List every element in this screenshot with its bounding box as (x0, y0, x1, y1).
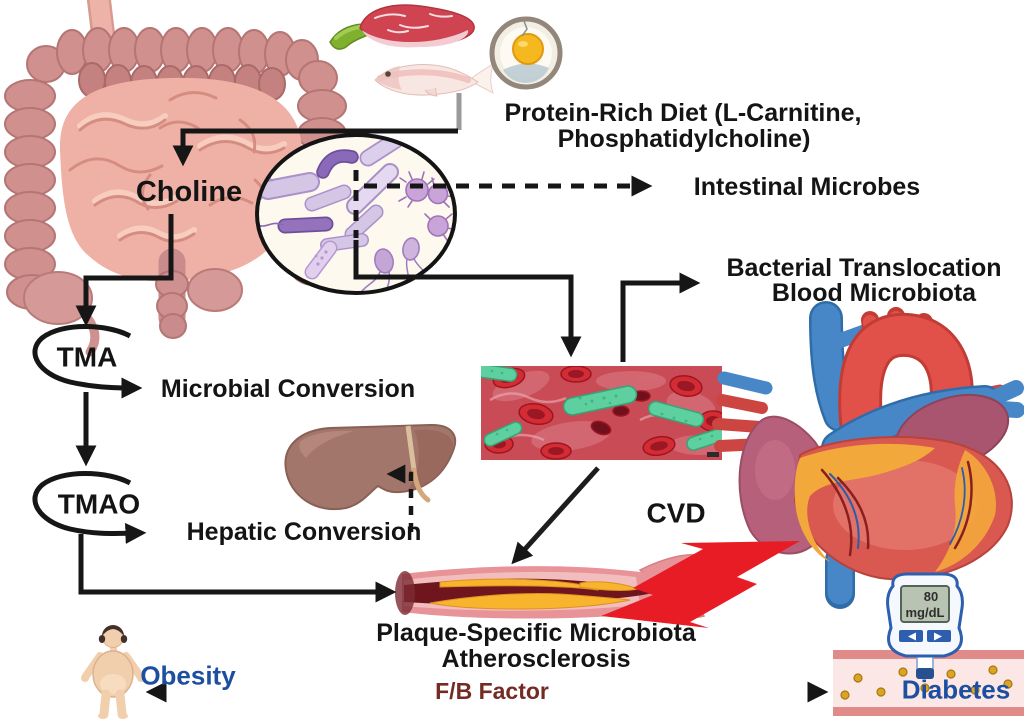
hepatic-to-liver-dashed-arrow (386, 464, 414, 532)
liver-illustration (284, 423, 457, 511)
blood-microbiota-image (481, 366, 722, 460)
glucose-meter-icon: 80 mg/dL (886, 572, 964, 679)
tmao-label: TMAO (57, 488, 141, 520)
tma-loop-arrow (32, 324, 143, 399)
obese-person-icon (81, 625, 145, 719)
diet-to-choline-arrow (172, 128, 458, 167)
bacterial-translocation-label-line1: Bacterial Translocation (726, 253, 1002, 282)
diabetes-label: Diabetes (901, 674, 1011, 705)
hepatic-conversion-label: Hepatic Conversion (186, 517, 422, 546)
artery-plaque-illustration (395, 554, 706, 619)
tmao-loop-arrow (32, 471, 147, 544)
tmao-to-artery-arrow (78, 534, 397, 603)
fish-icon (374, 62, 494, 97)
watermark-box (707, 452, 719, 457)
bacterial-translocation-label-line2: Blood Microbiota (771, 278, 977, 307)
choline-to-tma-arrow (75, 214, 174, 327)
protein-diet-label-line1: Protein-Rich Diet (L-Carnitine, (504, 98, 862, 127)
glucose-unit: mg/dL (906, 605, 945, 620)
arrows (32, 93, 829, 703)
blood-to-artery-arrow (511, 466, 600, 565)
choline-label: Choline (135, 175, 243, 208)
fb-factor-label: F/B Factor (435, 677, 549, 704)
cvd-label: CVD (646, 497, 706, 529)
tma-label: TMA (56, 341, 118, 373)
microbes-to-blood-arrow (353, 240, 582, 358)
obesity-label: Obesity (140, 660, 236, 691)
heart-illustration (712, 301, 1024, 609)
cvd-lightning-bolt (601, 541, 800, 628)
meat-icon (359, 4, 475, 48)
intestinal-microbes-label: Intestinal Microbes (693, 172, 921, 201)
glucose-value: 80 (924, 589, 938, 604)
plaque-label-line1: Plaque-Specific Microbiota (376, 618, 696, 647)
microbial-conversion-label: Microbial Conversion (160, 374, 416, 403)
protein-diet-label-line2: Phosphatidylcholine) (557, 124, 811, 153)
plaque-label-line2: Atherosclerosis (441, 644, 631, 673)
meter-screen (900, 585, 950, 623)
blood-to-translocation-arrow (620, 272, 701, 362)
egg-icon (489, 16, 563, 90)
